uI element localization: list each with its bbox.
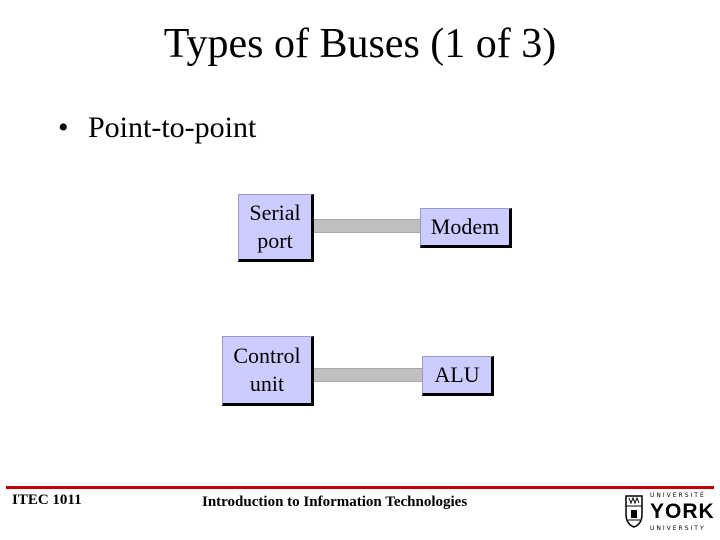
bus-line-control-alu [312, 368, 424, 382]
serial-port-box: Serial port [238, 194, 314, 262]
footer-course-title: Introduction to Information Technologies [202, 494, 468, 510]
control-unit-label-line1: Control [233, 343, 301, 368]
footer-divider [6, 486, 714, 489]
slide-title: Types of Buses (1 of 3) [163, 21, 557, 67]
bus-line-serial-modem [312, 219, 422, 233]
alu-label: ALU [434, 362, 480, 387]
york-university-logo: UNIVERSITÉ YORK UNIVERSITY [624, 492, 716, 534]
modem-box: Modem [420, 208, 512, 248]
bullet-point-to-point: • Point-to-point [58, 110, 256, 146]
logo-top-text: UNIVERSITÉ [650, 492, 706, 499]
serial-port-label-line2: port [257, 228, 293, 253]
alu-box: ALU [422, 356, 494, 396]
bullet-glyph: • [58, 111, 69, 144]
control-unit-label-line2: unit [249, 371, 285, 396]
serial-port-label-line1: Serial [249, 200, 301, 225]
control-unit-box: Control unit [222, 336, 314, 406]
logo-name: YORK [650, 500, 715, 523]
bullet-text: Point-to-point [88, 111, 257, 144]
logo-bottom-text: UNIVERSITY [650, 525, 706, 532]
modem-label: Modem [430, 214, 500, 239]
crest-icon [625, 495, 643, 528]
footer-course-code: ITEC 1011 [12, 492, 82, 508]
